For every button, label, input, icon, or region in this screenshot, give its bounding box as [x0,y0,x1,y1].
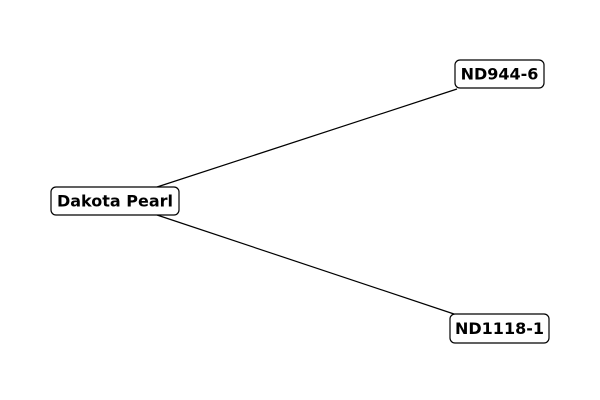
node-nd1118-1: ND1118-1 [449,313,550,344]
node-dakota-pearl-label: Dakota Pearl [57,192,173,211]
node-nd944-6: ND944-6 [454,59,545,89]
edge-dakota-pearl-to-nd1118-1 [156,214,458,316]
node-nd944-6-label: ND944-6 [461,65,539,84]
edge-dakota-pearl-to-nd944-6 [156,88,458,188]
edges [156,88,458,316]
node-dakota-pearl-box [50,186,180,216]
node-nd944-6-box [454,59,545,89]
node-nd1118-1-label: ND1118-1 [455,319,544,338]
node-nd1118-1-box [449,313,550,344]
node-dakota-pearl: Dakota Pearl [50,186,180,216]
